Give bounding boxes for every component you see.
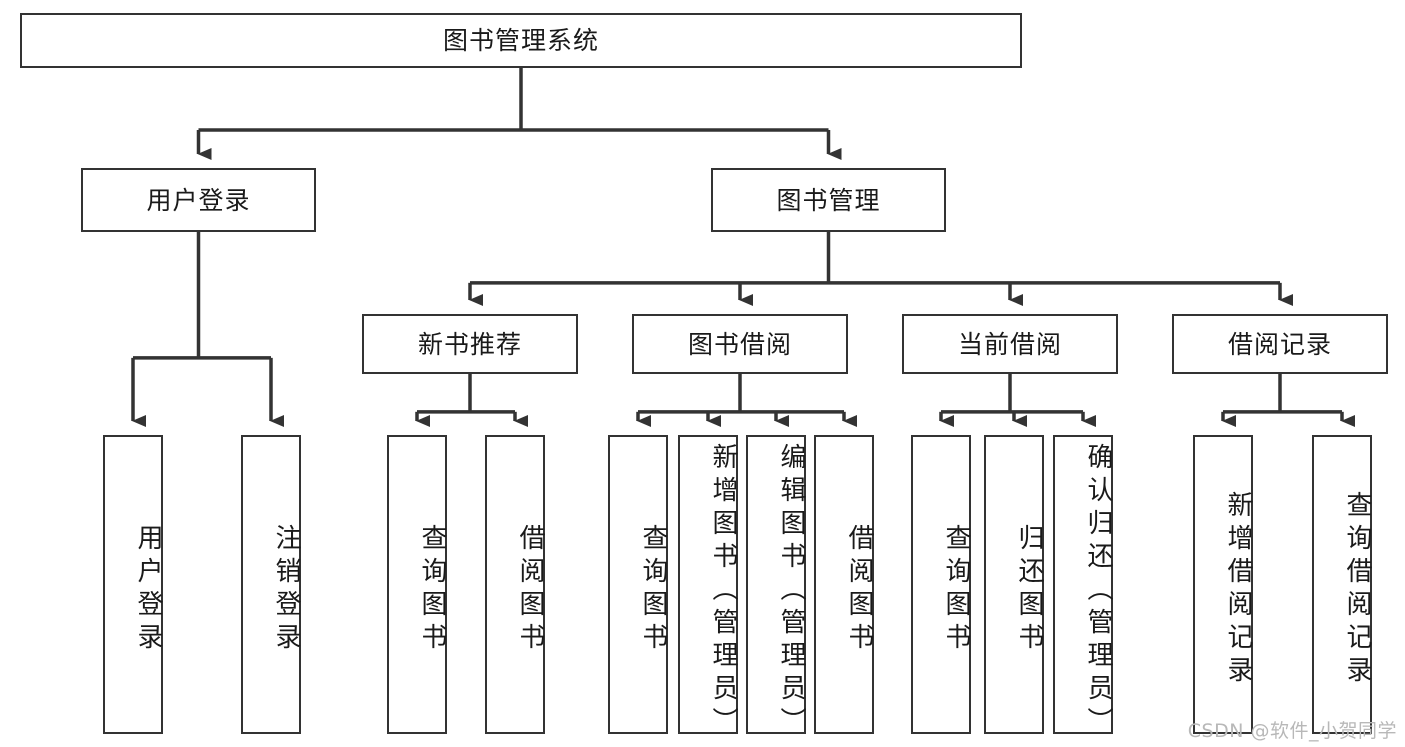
node-label: 注销登录 xyxy=(271,523,301,656)
node-label: 用户登录 xyxy=(146,185,251,215)
watermark-text: CSDN @软件_小贺同学 xyxy=(1187,720,1397,742)
node-book-borrow[interactable]: 图书借阅 xyxy=(632,314,848,374)
node-book-manage[interactable]: 图书管理 xyxy=(711,168,946,232)
node-leaf-query-book-2[interactable]: 查询图书 xyxy=(608,435,668,734)
node-label: 图书借阅 xyxy=(687,329,792,359)
node-label: 图书管理 xyxy=(776,185,881,215)
node-label: 借阅图书 xyxy=(844,523,874,656)
node-leaf-borrow-book-2[interactable]: 借阅图书 xyxy=(814,435,874,734)
node-label: 新增图书（管理员） xyxy=(708,443,738,740)
node-label: 借阅记录 xyxy=(1227,329,1332,359)
node-root[interactable]: 图书管理系统 xyxy=(20,13,1022,68)
node-label: 查询借阅记录 xyxy=(1342,490,1372,689)
node-leaf-add-borrow-record[interactable]: 新增借阅记录 xyxy=(1193,435,1253,734)
node-label: 图书管理系统 xyxy=(442,26,599,55)
node-leaf-user-login[interactable]: 用户登录 xyxy=(103,435,163,734)
node-leaf-query-borrow-record[interactable]: 查询借阅记录 xyxy=(1312,435,1372,734)
node-leaf-query-book-3[interactable]: 查询图书 xyxy=(911,435,971,734)
node-leaf-query-book-1[interactable]: 查询图书 xyxy=(387,435,447,734)
node-user-login[interactable]: 用户登录 xyxy=(81,168,316,232)
node-new-book-recommend[interactable]: 新书推荐 xyxy=(362,314,578,374)
node-leaf-logout-login[interactable]: 注销登录 xyxy=(241,435,301,734)
node-label: 查询图书 xyxy=(417,523,447,656)
node-label: 用户登录 xyxy=(133,523,163,656)
node-borrow-record[interactable]: 借阅记录 xyxy=(1172,314,1388,374)
node-label: 新增借阅记录 xyxy=(1223,490,1253,689)
node-leaf-confirm-return-admin[interactable]: 确认归还（管理员） xyxy=(1053,435,1113,740)
node-leaf-edit-book-admin[interactable]: 编辑图书（管理员） xyxy=(746,435,806,740)
node-current-borrow[interactable]: 当前借阅 xyxy=(902,314,1118,374)
node-leaf-borrow-book-1[interactable]: 借阅图书 xyxy=(485,435,545,734)
node-label: 查询图书 xyxy=(941,523,971,656)
node-leaf-add-book-admin[interactable]: 新增图书（管理员） xyxy=(678,435,738,740)
node-label: 确认归还（管理员） xyxy=(1083,443,1113,740)
node-label: 新书推荐 xyxy=(417,329,522,359)
node-label: 当前借阅 xyxy=(957,329,1062,359)
node-label: 归还图书 xyxy=(1014,523,1044,656)
node-leaf-return-book[interactable]: 归还图书 xyxy=(984,435,1044,734)
node-label: 编辑图书（管理员） xyxy=(776,443,806,740)
node-label: 借阅图书 xyxy=(515,523,545,656)
node-label: 查询图书 xyxy=(638,523,668,656)
